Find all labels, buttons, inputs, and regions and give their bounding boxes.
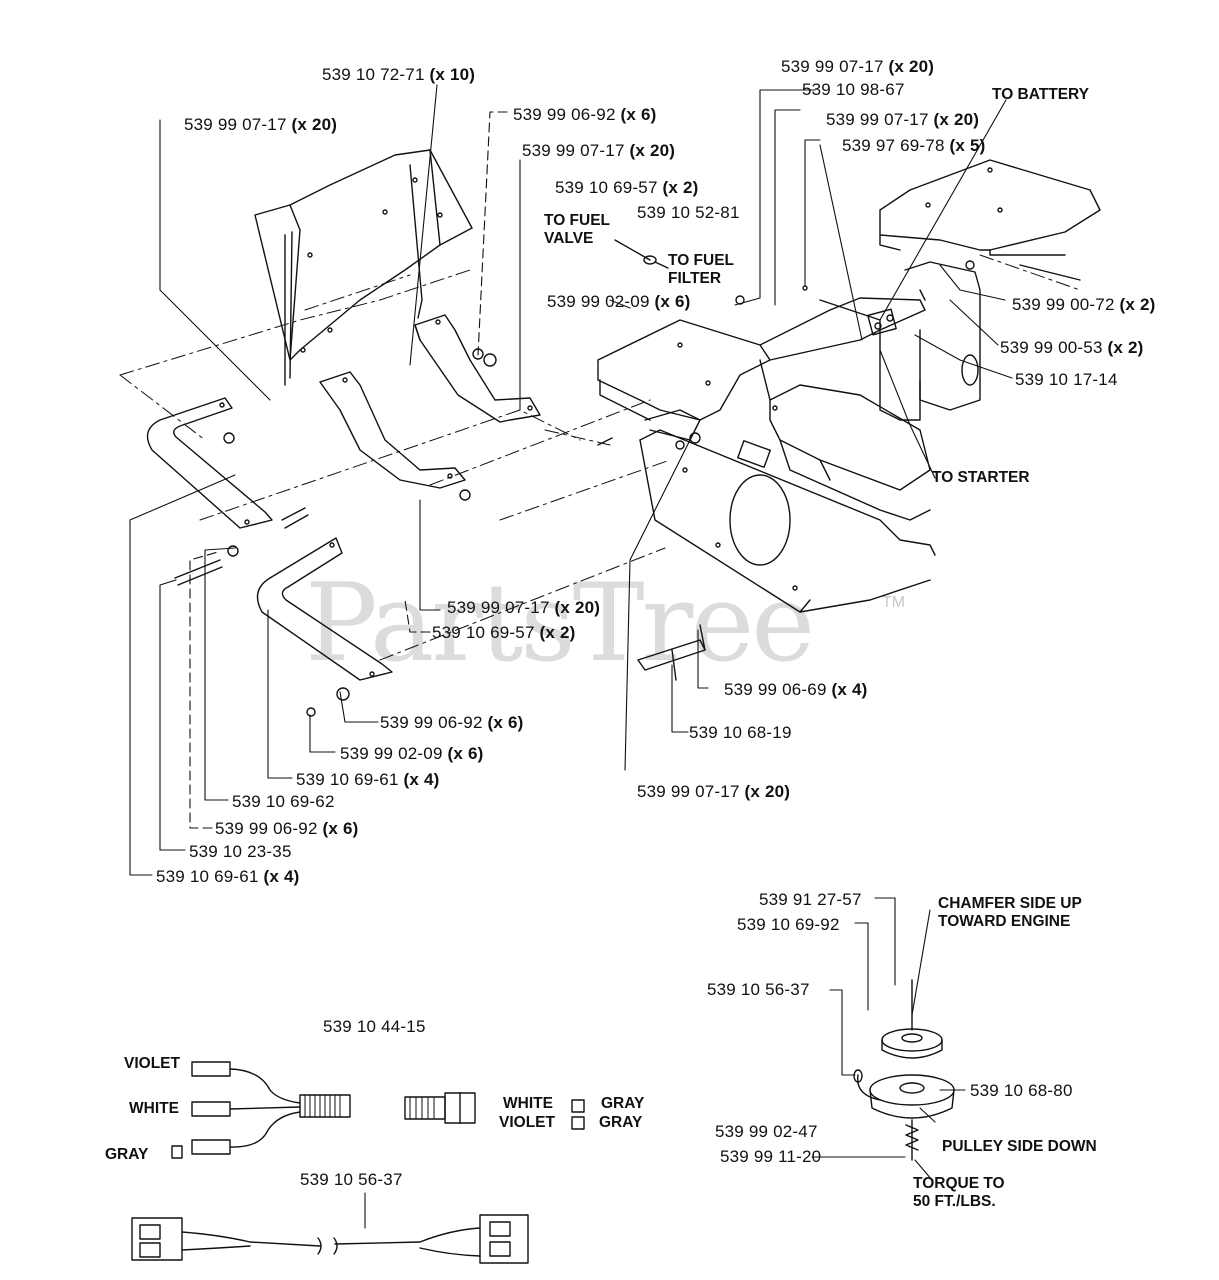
hardware-pieces [174,260,975,717]
clutch-assembly [853,979,955,1161]
trademark-mark: TM [882,594,906,611]
callout-539-97-69-78: 539 97 69-78 (x 5) [842,136,986,155]
callout-539-99-07-17-d: 539 99 07-17 (x 20) [826,110,980,129]
wire-label-gray: GRAY [105,1146,149,1163]
wire-label-gray-b: GRAY [599,1114,643,1131]
partstree-watermark: PartsTree [305,561,815,686]
assembly-reference-lines [119,254,1081,661]
wire-label-right-white: WHITE [503,1095,553,1112]
connector-right [404,1092,476,1124]
callout-539-10-72-71: 539 10 72-71 (x 10) [322,65,476,84]
lift-arm-upper [146,397,273,529]
bracket-lower [319,371,466,489]
note-chamfer-side-up: CHAMFER SIDE UP TOWARD ENGINE [938,895,1082,930]
callout-539-10-69-57-b: 539 10 69-57 (x 2) [432,623,576,642]
callout-539-91-27-57: 539 91 27-57 [759,890,862,909]
lift-arm-lower [256,537,393,681]
note-torque: TORQUE TO 50 FT./LBS. [913,1175,1005,1210]
callout-539-10-56-37-a: 539 10 56-37 [707,980,810,999]
bracket-upper [414,314,541,423]
callout-539-99-07-17-e: 539 99 07-17 (x 20) [447,598,601,617]
callout-539-10-98-67: 539 10 98-67 [802,80,905,99]
callout-539-10-52-81: 539 10 52-81 [637,203,740,222]
leader-lines [129,84,1013,1229]
callout-539-99-00-53: 539 99 00-53 (x 2) [1000,338,1144,357]
step-plate [637,624,706,681]
callout-539-10-68-19: 539 10 68-19 [689,723,792,742]
callout-539-99-02-09-b: 539 99 02-09 (x 6) [340,744,484,763]
callout-539-10-17-14: 539 10 17-14 [1015,370,1118,389]
callout-539-10-44-15: 539 10 44-15 [323,1017,426,1036]
pin-symbols [171,1099,585,1159]
wire-harness-left [191,1061,351,1155]
callout-539-99-02-47: 539 99 02-47 [715,1122,818,1141]
note-pulley-side-down: PULLEY SIDE DOWN [942,1138,1097,1155]
note-to-fuel-valve: TO FUEL VALVE [544,212,611,247]
callout-539-99-07-17-f: 539 99 07-17 (x 20) [637,782,791,801]
callout-539-10-69-62: 539 10 69-62 [232,792,335,811]
wire-label-right-violet: VIOLET [499,1114,555,1131]
note-to-battery: TO BATTERY [992,86,1090,103]
fuel-fitting [614,239,669,269]
callout-539-99-02-09-a: 539 99 02-09 (x 6) [547,292,691,311]
callout-539-10-23-35: 539 10 23-35 [189,842,292,861]
tractor-frame [597,297,936,613]
callout-539-10-69-57-a: 539 10 69-57 (x 2) [555,178,699,197]
callout-539-10-56-37-b: 539 10 56-37 [300,1170,403,1189]
note-to-fuel-filter: TO FUEL FILTER [668,252,735,287]
callout-539-99-11-20: 539 99 11-20 [720,1147,822,1166]
wire-label-violet: VIOLET [124,1055,180,1072]
callout-539-99-06-92-c: 539 99 06-92 (x 6) [215,819,359,838]
callout-539-10-69-61-b: 539 10 69-61 (x 4) [156,867,300,886]
wire-label-white: WHITE [129,1100,179,1117]
solenoid [867,308,897,336]
callout-539-99-00-72: 539 99 00-72 (x 2) [1012,295,1156,314]
callout-539-99-07-17-b: 539 99 07-17 (x 20) [522,141,676,160]
note-to-starter: TO STARTER [932,469,1030,486]
wire-harness-bottom [131,1214,529,1264]
callout-539-99-06-92-a: 539 99 06-92 (x 6) [513,105,657,124]
callout-539-10-68-80: 539 10 68-80 [970,1081,1073,1100]
callout-539-99-06-69: 539 99 06-69 (x 4) [724,680,868,699]
wire-label-gray-a: GRAY [601,1095,645,1112]
callout-539-10-69-61-a: 539 10 69-61 (x 4) [296,770,440,789]
callout-539-99-07-17-c: 539 99 07-17 (x 20) [781,57,935,76]
callout-539-10-69-92: 539 10 69-92 [737,915,840,934]
callout-539-99-07-17-a: 539 99 07-17 (x 20) [184,115,338,134]
seat-support-panel [254,149,473,386]
engine-housing [819,159,1101,421]
callout-539-99-06-92-b: 539 99 06-92 (x 6) [380,713,524,732]
